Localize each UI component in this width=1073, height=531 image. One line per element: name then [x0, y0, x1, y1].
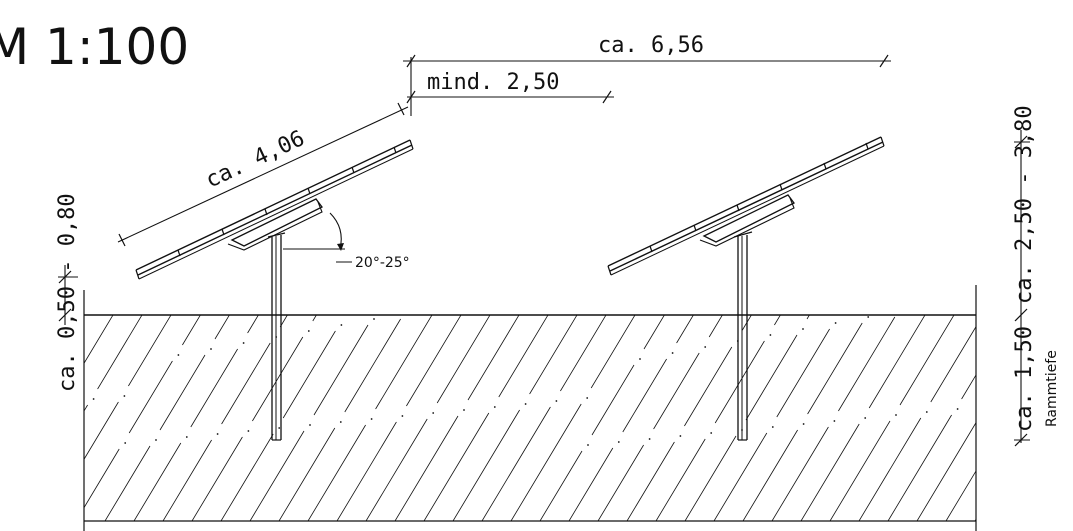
dim-ram-depth: ca. 1,50 Rammtiefe: [1012, 315, 1060, 447]
dim-tilt-angle: 20°-25°: [283, 212, 410, 271]
dim-min-gap: mind. 2,50: [406, 57, 614, 116]
ram-depth-caption: Rammtiefe: [1044, 350, 1060, 427]
pv-table-left: [135, 139, 414, 441]
dim-table-length-label: ca. 4,06: [202, 126, 309, 193]
scale-label: M 1:100: [0, 18, 189, 76]
dim-row-spacing: ca. 6,56: [403, 33, 891, 68]
mounting-beam-left: [230, 198, 323, 247]
dim-table-height: ca. 2,50 - 3,80: [1012, 105, 1037, 322]
dim-table-height-label: ca. 2,50 - 3,80: [1012, 105, 1037, 304]
dim-ram-depth-label: ca. 1,50: [1012, 326, 1037, 432]
dim-ground-clearance-label: ca. 0,50 - 0,80: [55, 193, 80, 392]
soil-hatching: [84, 315, 976, 521]
pv-module-left: [135, 139, 414, 280]
pv-table-right: [607, 136, 885, 441]
mounting-beam-right: [702, 194, 795, 243]
dim-ground-clearance: ca. 0,50 - 0,80: [55, 193, 80, 392]
dim-row-spacing-label: ca. 6,56: [598, 33, 704, 58]
dim-min-gap-label: mind. 2,50: [427, 70, 559, 95]
ram-post-left: [267, 232, 286, 441]
soil-section: [83, 285, 977, 531]
ram-post-right: [733, 231, 753, 441]
dim-tilt-angle-label: 20°-25°: [355, 255, 410, 271]
pv-module-right: [607, 136, 885, 276]
